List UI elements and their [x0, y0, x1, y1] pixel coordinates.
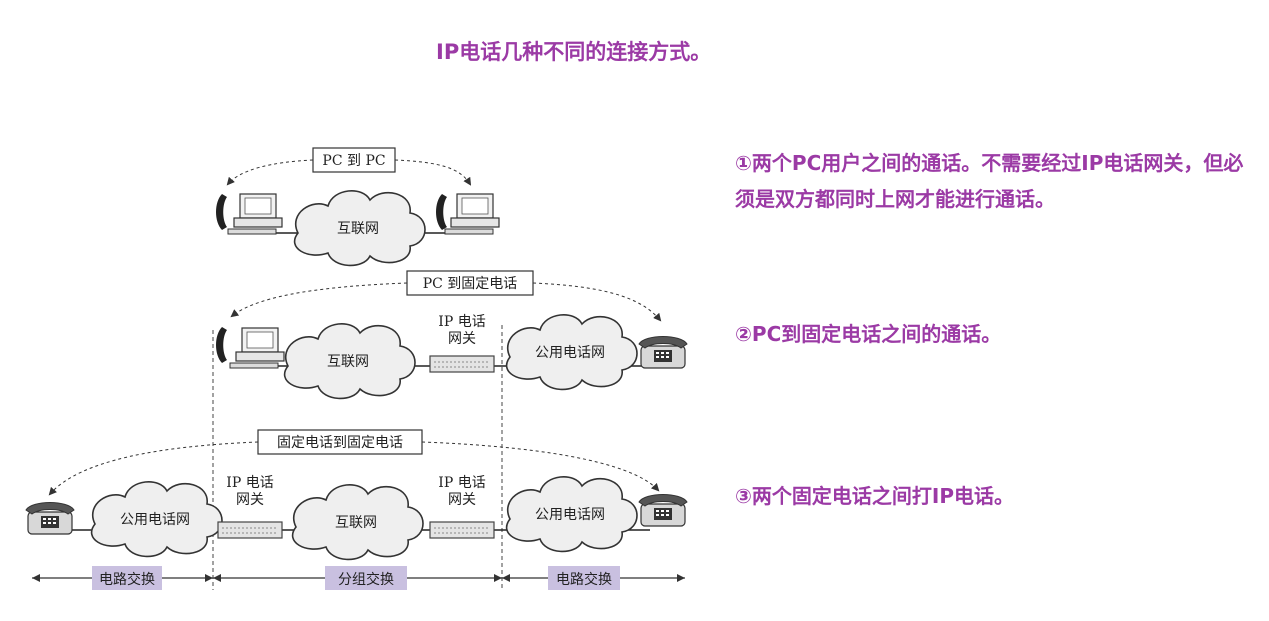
internet-label: 互联网 [327, 354, 369, 370]
pstn-label: 公用电话网 [535, 345, 605, 361]
label-box-pc-to-phone [406, 270, 534, 296]
gateway-label: IP 电话 [438, 314, 485, 330]
gateway-icon [429, 355, 495, 373]
handset-icon [436, 194, 447, 230]
dashed-arrow-left [230, 282, 408, 318]
telephone-icon [638, 335, 688, 369]
page-title: IP电话几种不同的连接方式。 [436, 40, 712, 64]
pstn-label: 公用电话网 [120, 512, 190, 528]
dashed-arrow-right [532, 282, 662, 322]
pstn-label: 公用电话网 [535, 507, 605, 523]
row-phone-to-phone: 固定电话到固定电话 公用电话网 IP 电话 网关 互联网 IP 电话 网关 公用… [25, 429, 688, 561]
dashed-arrow-right [394, 159, 472, 186]
handset-icon [216, 194, 227, 230]
dashed-arrow-left [226, 159, 314, 186]
description-pc-to-phone: ②PC到固定电话之间的通话。 [735, 322, 1002, 346]
circuit-switching-label: 电路交换 [99, 571, 155, 588]
gateway-label: 网关 [448, 492, 476, 508]
telephone-icon [638, 493, 688, 527]
pc-icon [444, 193, 500, 235]
internet-label: 互联网 [337, 221, 379, 237]
gateway-icon [429, 521, 495, 539]
description-phone-to-phone: ③两个固定电话之间打IP电话。 [735, 484, 1015, 508]
gateway-label: 网关 [448, 331, 476, 347]
highlight-box [92, 566, 162, 590]
packet-switching-label: 分组交换 [338, 571, 394, 588]
row-pc-to-pc: PC 到 PC 互联网 [216, 147, 500, 267]
description-pc-to-pc: ①两个PC用户之间的通话。不需要经过IP电话网关，但必须是双方都同时上网才能进行… [735, 151, 1244, 211]
pc-icon [227, 193, 283, 235]
row-pc-to-phone: PC 到固定电话 互联网 IP 电话 网关 公用电话网 [216, 270, 688, 400]
switching-legend: 电路交换 分组交换 电路交换 [32, 566, 685, 590]
gateway-icon [217, 521, 283, 539]
label-phone-to-phone: 固定电话到固定电话 [277, 435, 403, 451]
label-pc-to-phone: PC 到固定电话 [423, 276, 518, 292]
gateway-label: IP 电话 [226, 475, 273, 491]
label-pc-to-pc: PC 到 PC [322, 153, 385, 169]
gateway-label: IP 电话 [438, 475, 485, 491]
gateway-label: 网关 [236, 492, 264, 508]
highlight-box [548, 566, 620, 590]
telephone-icon [25, 501, 75, 535]
handset-icon [216, 327, 227, 363]
circuit-switching-label: 电路交换 [556, 571, 612, 588]
pc-icon [229, 327, 285, 369]
internet-label: 互联网 [335, 515, 377, 531]
highlight-box [325, 566, 407, 590]
